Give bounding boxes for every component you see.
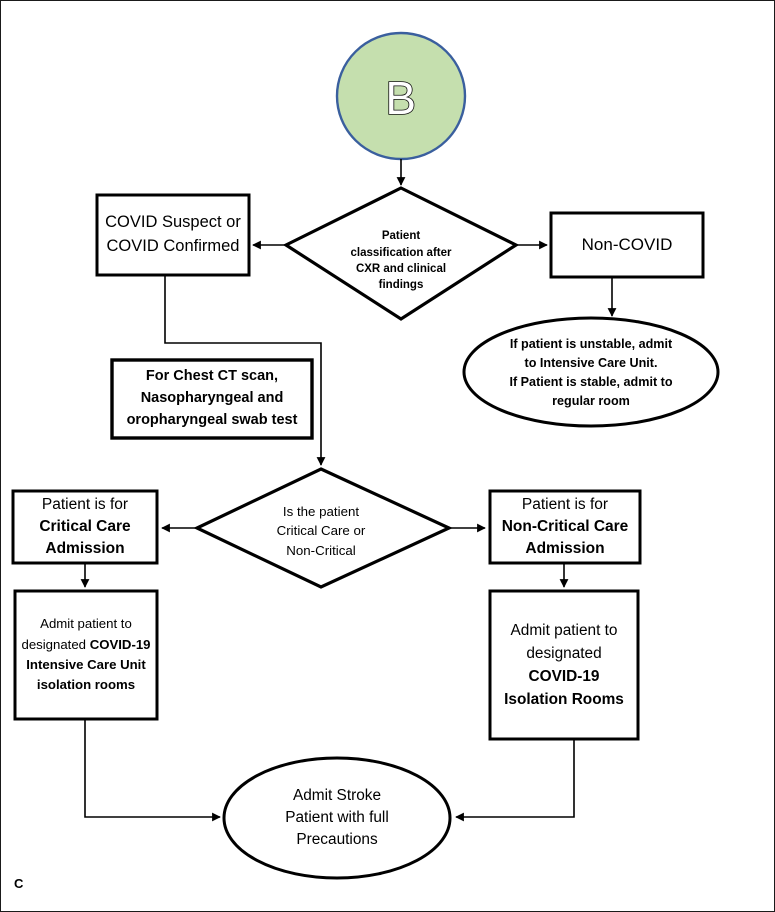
- panel-letter: C: [14, 876, 24, 891]
- decision-critical-shape: [193, 467, 453, 589]
- box-critical-care-shape: [11, 489, 159, 565]
- box-admit-icu-shape: [13, 589, 159, 721]
- connector-admit-icu-to-final: [84, 719, 221, 822]
- ellipse-final-shape: [222, 756, 452, 880]
- box-admit-isolation-shape: [488, 589, 640, 741]
- ellipse-noncovid-shape: [462, 316, 720, 428]
- connector-admit-isolation-to-final: [455, 739, 575, 822]
- start-circle-shape: [335, 31, 467, 161]
- box-non-covid-shape: [549, 211, 705, 279]
- connector-covid-suspect-to-decision-critical: [164, 275, 326, 466]
- box-covid-suspect-shape: [95, 193, 251, 277]
- box-noncritical-care-shape: [488, 489, 642, 565]
- decision-classification-shape: [282, 186, 520, 321]
- box-chest-ct-shape: [110, 358, 314, 440]
